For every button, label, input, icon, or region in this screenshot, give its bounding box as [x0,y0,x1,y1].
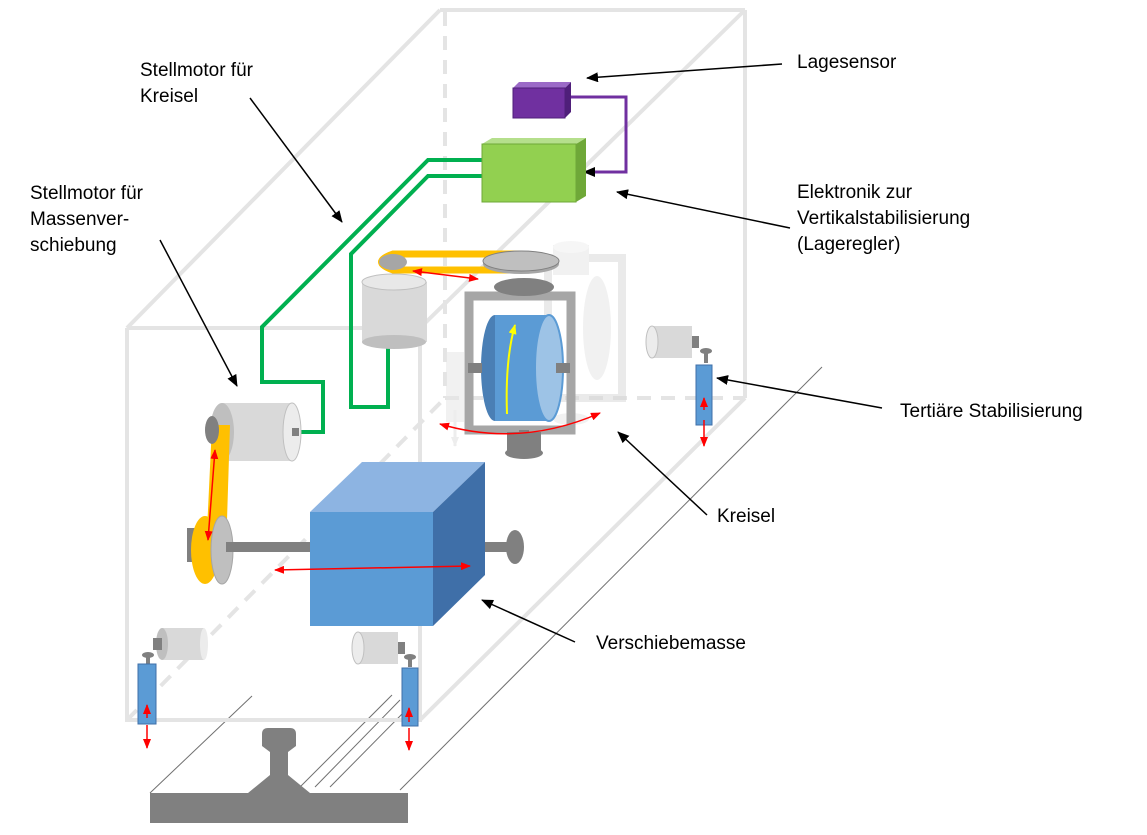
arrow-stellmotor-kreisel [249,97,343,223]
shifting-mass [226,462,524,626]
sensor-cable [570,95,628,177]
gyro-motor [361,250,560,349]
label-stellmotor-kreisel: Stellmotor für Kreisel [140,60,253,107]
label-tertiaer: Tertiäre Stabilisierung [900,401,1083,422]
arrow-kreisel [617,431,708,516]
label-kreisel: Kreisel [717,506,776,527]
arrow-elektronik [616,189,791,229]
position-sensor [512,82,571,119]
label-lagesensor: Lagesensor [797,52,897,73]
mass-motor [187,402,302,585]
gyro-tilt-arrow [439,412,601,435]
tertiary-unit-middle [351,631,419,751]
arrow-verschiebemasse [481,599,576,643]
tertiary-unit-left [137,628,208,749]
motor-cables [260,158,482,434]
label-elektronik: Elektronik zur Vertikalstabilisierung (L… [797,182,971,255]
arrow-stellmotor-masse [159,239,238,387]
rail-profile [150,728,408,823]
arrow-lagesensor [586,63,783,83]
leader-arrows [159,63,883,643]
rail-lines [149,366,823,794]
electronics-box [481,138,586,203]
gyro [439,278,601,459]
arrow-tertiaer [716,375,883,409]
tertiary-unit-right [645,325,713,447]
label-verschiebemasse: Verschiebemasse [596,633,746,654]
label-stellmotor-masse: Stellmotor für Massenver- schiebung [30,183,143,256]
